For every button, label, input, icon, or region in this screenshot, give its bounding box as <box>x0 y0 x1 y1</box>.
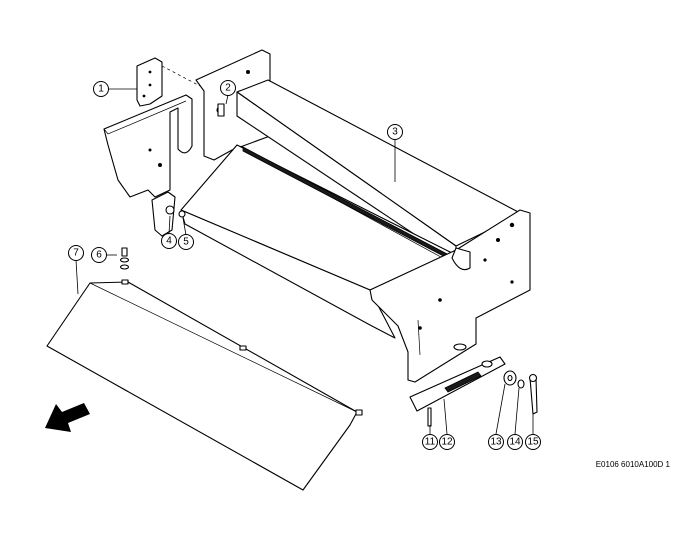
screw-part-2 <box>216 103 225 117</box>
svg-text:11: 11 <box>425 437 436 448</box>
right-side-plate <box>369 209 531 383</box>
svg-text:5: 5 <box>183 237 189 248</box>
cover-plate-part-7 <box>46 279 363 491</box>
callout-13: 13 <box>488 434 504 450</box>
bolt-part-6 <box>119 247 130 270</box>
svg-text:2: 2 <box>225 83 231 94</box>
leader-lines <box>75 88 534 435</box>
svg-text:4: 4 <box>166 236 172 247</box>
trough-body <box>180 79 523 339</box>
slotted-bar-part-12 <box>409 356 506 412</box>
callout-7: 7 <box>68 245 84 261</box>
svg-text:6: 6 <box>96 250 102 261</box>
callout-12: 12 <box>439 434 455 450</box>
callout-14: 14 <box>507 434 523 450</box>
callout-11: 11 <box>422 434 438 450</box>
callout-6: 6 <box>91 247 107 263</box>
callout-5: 5 <box>178 234 194 250</box>
svg-text:7: 7 <box>73 248 79 259</box>
svg-text:1: 1 <box>98 84 104 95</box>
washer-part-14 <box>517 379 525 389</box>
callout-15: 15 <box>525 434 541 450</box>
svg-text:14: 14 <box>509 437 521 448</box>
bracket-part <box>136 57 201 107</box>
callout-1: 1 <box>93 81 109 97</box>
callout-3: 3 <box>387 124 403 140</box>
svg-text:3: 3 <box>392 127 398 138</box>
direction-arrow-icon <box>45 403 90 432</box>
callout-4: 4 <box>161 233 177 249</box>
small-hardware-left <box>151 191 186 237</box>
reference-code: E0106 6010A100D 1 <box>595 460 670 469</box>
left-side-plate <box>103 49 271 198</box>
svg-text:15: 15 <box>527 437 539 448</box>
svg-text:12: 12 <box>441 437 453 448</box>
pin-part-15 <box>528 373 538 415</box>
washer-part-13 <box>503 370 517 386</box>
svg-text:13: 13 <box>490 437 502 448</box>
pin-part-11 <box>427 407 432 427</box>
callout-2: 2 <box>220 80 236 96</box>
